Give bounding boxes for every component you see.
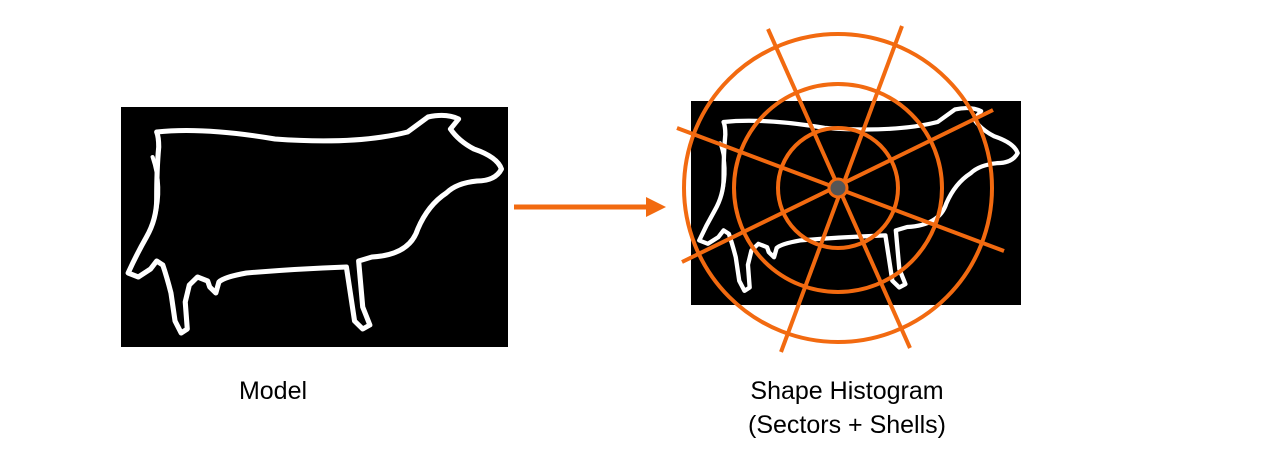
inner-shell xyxy=(776,126,900,250)
histogram-panel xyxy=(676,25,1021,353)
model-caption: Model xyxy=(238,377,308,405)
outer-shell xyxy=(682,32,994,344)
histogram-caption-subtitle: (Sectors + Shells) xyxy=(748,411,946,439)
arrow-right-icon xyxy=(514,197,666,217)
histogram-caption-title: Shape Histogram xyxy=(750,377,944,405)
center-point xyxy=(827,177,849,199)
middle-shell xyxy=(732,82,944,294)
histogram-caption: Shape Histogram (Sectors + Shells) xyxy=(697,374,997,442)
model-panel xyxy=(121,107,508,347)
